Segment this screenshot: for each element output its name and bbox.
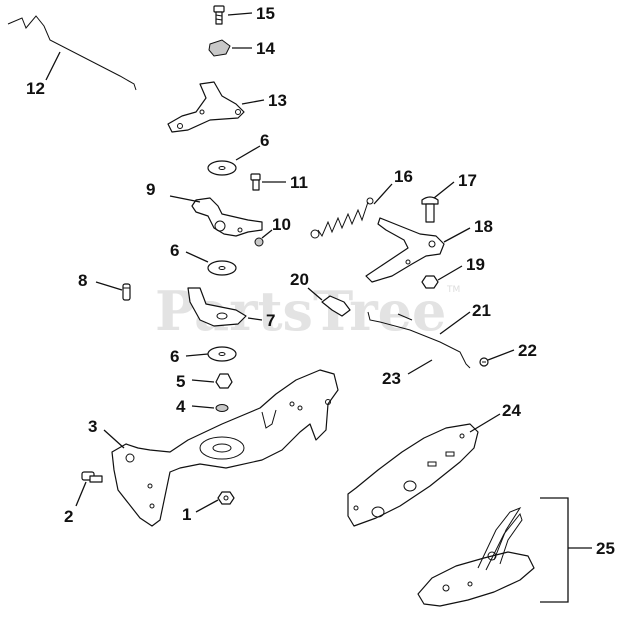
part-13-bracket[interactable]	[167, 81, 245, 133]
callout-23: 23	[382, 369, 401, 388]
callout-15: 15	[256, 4, 275, 23]
part-12-throttle-rod[interactable]	[7, 15, 137, 91]
part-6-washer-bottom[interactable]	[207, 346, 237, 362]
watermark-trademark: TM	[446, 285, 460, 295]
callout-3: 3	[88, 417, 97, 436]
part-20-clip[interactable]	[321, 295, 351, 317]
part-14-washer[interactable]	[208, 39, 231, 57]
part-1-nut[interactable]	[217, 491, 235, 505]
callout-12: 12	[26, 79, 45, 98]
callout-labels: 15 14 13 6 11 9 10 6 7 8 6 5 4 3 2 1 12 …	[26, 4, 615, 558]
callout-16: 16	[394, 167, 413, 186]
callout-10: 10	[272, 215, 291, 234]
part-21-23-rod[interactable]	[367, 311, 471, 369]
leader-lines	[45, 12, 592, 603]
part-6-washer-middle[interactable]	[207, 260, 237, 276]
callout-24: 24	[502, 401, 521, 420]
callout-18: 18	[474, 217, 493, 236]
callout-9: 9	[146, 180, 155, 199]
part-25-assembly[interactable]	[417, 506, 535, 607]
part-16-spring[interactable]	[310, 197, 374, 239]
part-7-plate[interactable]	[187, 287, 247, 327]
part-19-nut[interactable]	[421, 275, 439, 289]
part-5-nut[interactable]	[215, 373, 233, 389]
part-18-lever[interactable]	[365, 217, 445, 283]
callout-19: 19	[466, 255, 485, 274]
callout-2: 2	[64, 507, 73, 526]
callout-1: 1	[182, 505, 191, 524]
callout-25: 25	[596, 539, 615, 558]
callout-22: 22	[518, 341, 537, 360]
callout-20: 20	[290, 270, 309, 289]
callout-8: 8	[78, 271, 87, 290]
part-11-screw[interactable]	[250, 173, 261, 191]
part-9-lever[interactable]	[191, 197, 263, 237]
part-24-plate[interactable]	[347, 423, 479, 527]
part-22-screw[interactable]	[479, 357, 489, 367]
callout-6-top: 6	[260, 131, 269, 150]
part-4-washer[interactable]	[215, 404, 229, 412]
callout-5: 5	[176, 372, 185, 391]
callout-14: 14	[256, 39, 275, 58]
callout-17: 17	[458, 171, 477, 190]
callout-7: 7	[266, 311, 275, 330]
callout-6-middle: 6	[170, 241, 179, 260]
callout-13: 13	[268, 91, 287, 110]
part-15-screw[interactable]	[213, 5, 225, 25]
callout-11: 11	[290, 173, 308, 192]
callout-21: 21	[472, 301, 491, 320]
part-8-pin[interactable]	[122, 283, 131, 301]
part-17-bolt[interactable]	[421, 196, 439, 223]
part-6-washer-top[interactable]	[207, 160, 237, 176]
callout-6-bottom: 6	[170, 347, 179, 366]
part-10-nut[interactable]	[254, 237, 264, 247]
part-3-control-bracket[interactable]	[111, 369, 339, 527]
part-2-bolt[interactable]	[81, 471, 103, 483]
callout-4: 4	[176, 397, 186, 416]
